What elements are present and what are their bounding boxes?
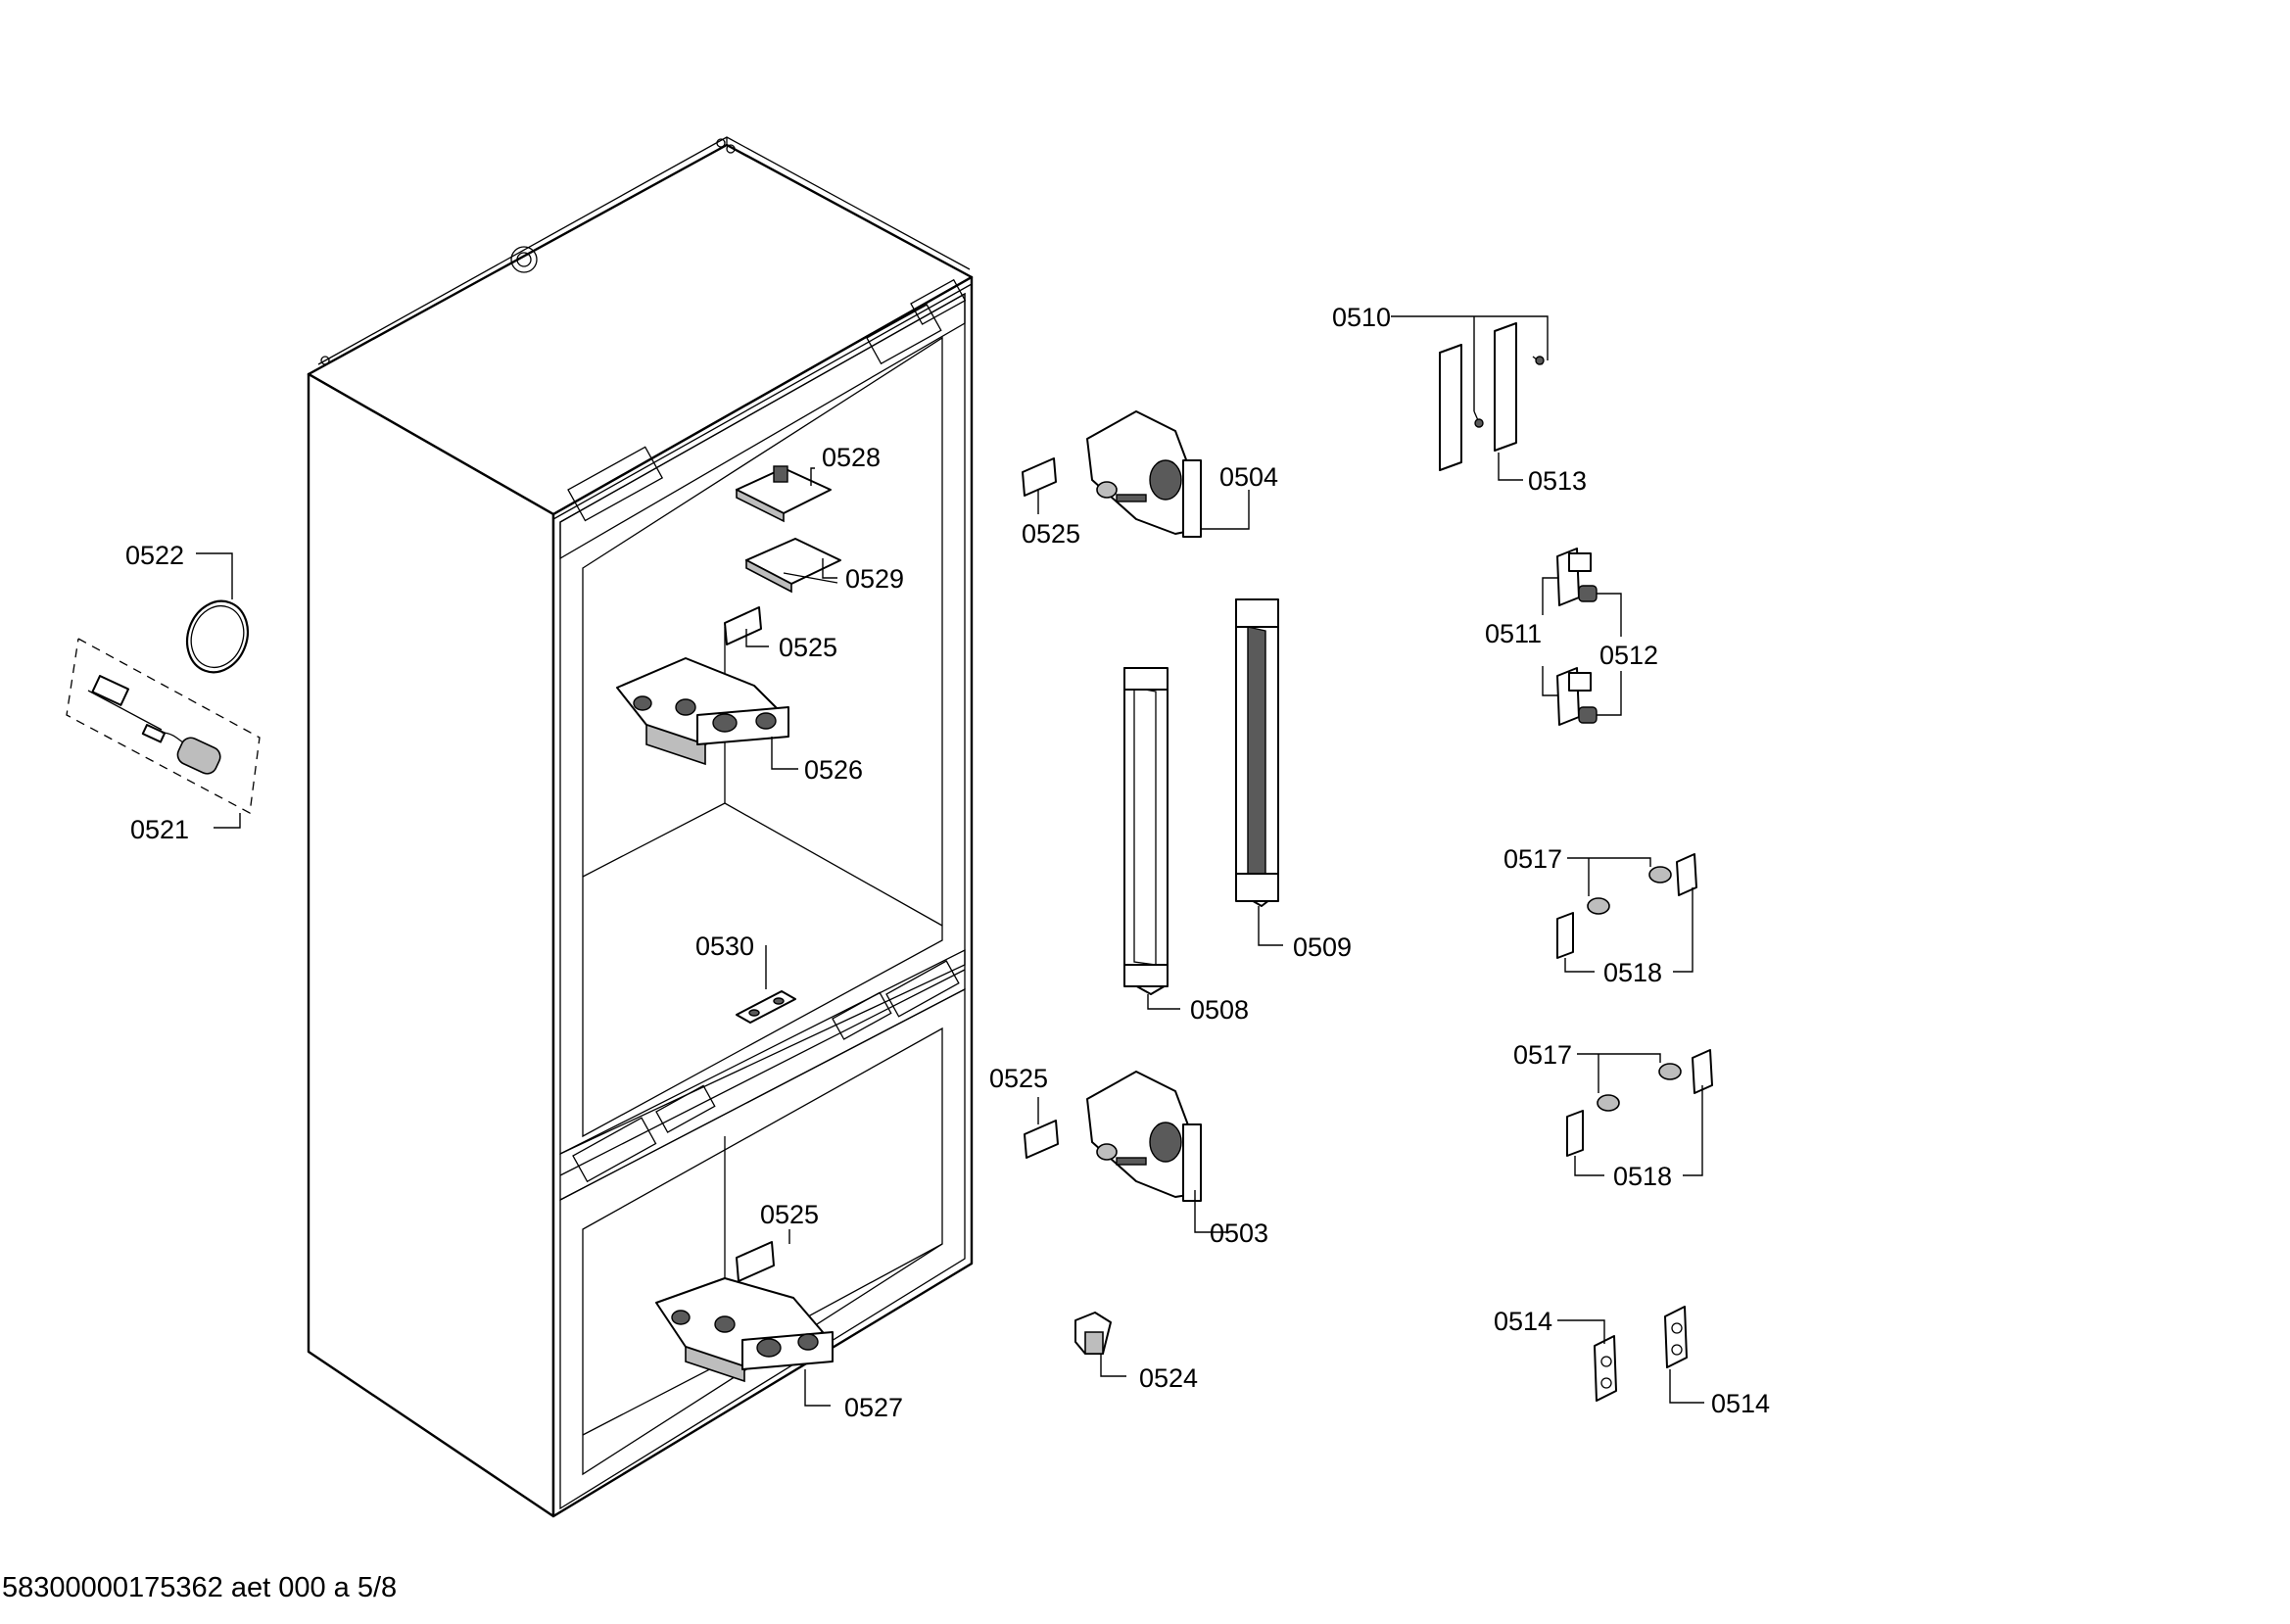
callout-0510: 0510 [1332,303,1391,332]
part-0512-nuts [1578,585,1598,724]
callout-0522: 0522 [125,541,184,570]
callout-0524: 0524 [1139,1363,1198,1393]
callout-0529: 0529 [845,564,904,594]
part-0511-brackets [1556,548,1592,726]
part-0530-plate [736,990,796,1024]
part-0503-hinge [1086,1071,1202,1202]
callout-0517-b: 0517 [1513,1040,1572,1070]
part-0526-hinge [616,657,789,766]
part-0525-pad-0504 [1022,457,1057,497]
callout-0517-a: 0517 [1503,844,1562,874]
callout-0525-d: 0525 [760,1200,819,1229]
callout-0514-b: 0514 [1711,1389,1770,1418]
callout-0513: 0513 [1528,466,1587,496]
callout-0512: 0512 [1599,641,1658,670]
document-footer-code: 58300000175362 aet 000 a 5/8 [2,1572,397,1603]
part-0525-pad-upper [724,606,762,645]
callout-0509: 0509 [1293,932,1352,962]
callout-0527: 0527 [844,1393,903,1422]
part-0508-frame [1123,667,1169,995]
callout-0514-a: 0514 [1494,1307,1552,1336]
callout-labels: 0510 0513 0528 0504 0525 0529 0522 0525 … [125,303,1770,1422]
callout-0518-b: 0518 [1613,1162,1672,1191]
part-0514-brackets [1594,1306,1688,1402]
callout-0525-a: 0525 [1022,519,1080,549]
part-0528-bracket [736,465,832,523]
refrigerator-cabinet [307,136,974,1518]
part-0517-0518-set-b [1566,1049,1713,1157]
part-0529-bracket [745,538,841,594]
part-0525-pad-0503 [1024,1120,1059,1159]
callout-0530: 0530 [695,931,754,961]
leader-lines [196,315,1704,1407]
callout-0521: 0521 [130,815,189,844]
part-0525-pad-lower [736,1241,775,1282]
part-0504-hinge [1086,410,1202,538]
callout-0525-c: 0525 [989,1064,1048,1093]
callout-0526: 0526 [804,755,863,785]
callout-0508: 0508 [1190,995,1249,1025]
part-0509-frame [1235,598,1279,907]
callout-0525-b: 0525 [779,633,837,662]
callout-0518-a: 0518 [1603,958,1662,987]
part-0527-hinge [655,1277,834,1383]
callout-0503: 0503 [1210,1218,1268,1248]
part-0521-sensor-kit [66,638,261,815]
callout-0528: 0528 [822,443,881,472]
part-0517-0518-set-a [1556,853,1697,959]
part-0522-ring [185,599,250,674]
part-0524-clip [1074,1312,1112,1355]
callout-0504: 0504 [1219,462,1278,492]
part-0513-plates [1439,322,1545,471]
callout-0511: 0511 [1485,619,1542,648]
